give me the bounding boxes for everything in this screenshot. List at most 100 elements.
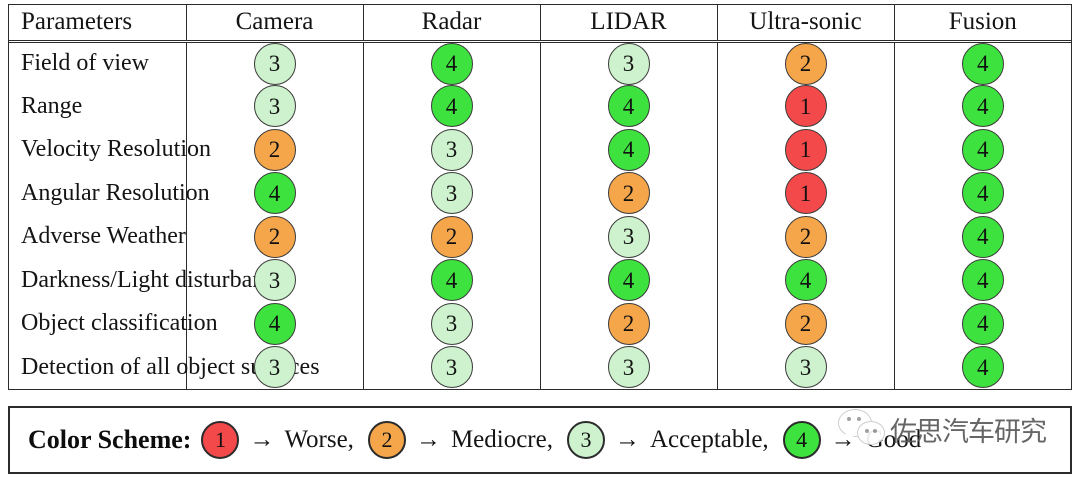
score-cell-camera: 3 [185,40,364,85]
score-cell-lidar: 4 [539,84,718,128]
legend-item: 1→Worse, [201,421,368,459]
score-circle: 4 [961,346,1004,389]
score-circle: 3 [253,42,296,85]
score-circle: 4 [607,85,650,128]
legend-score-circle: 3 [566,421,605,459]
legend-score-circle: 2 [367,421,406,459]
score-cell-lidar: 4 [539,128,718,172]
score-circle: 4 [961,85,1004,128]
score-circle: 2 [607,302,650,345]
score-circle: 3 [430,128,473,171]
score-circle: 3 [784,346,827,389]
score-circle: 3 [607,42,650,85]
score-cell-ultrasonic: 2 [716,302,895,346]
score-circle: 4 [961,302,1004,345]
table-row: Range 3 4 4 1 4 [9,84,1071,128]
arrow-icon: → [614,426,640,453]
column-header-ultrasonic: Ultra-sonic [716,5,895,41]
row-label: Angular Resolution [9,171,210,215]
score-circle: 3 [607,346,650,389]
score-cell-ultrasonic: 1 [716,171,895,215]
score-circle: 4 [961,215,1004,258]
score-circle: 3 [253,259,296,302]
table-row: Field of view 3 4 3 2 4 [9,40,1071,85]
score-circle: 4 [607,259,650,302]
score-circle: 1 [784,85,827,128]
score-circle: 4 [430,85,473,128]
score-cell-ultrasonic: 2 [716,215,895,259]
legend-title: Color Scheme: [28,425,192,454]
score-cell-fusion: 4 [893,84,1071,128]
score-cell-fusion: 4 [893,171,1071,215]
score-circle: 1 [784,172,827,215]
score-cell-fusion: 4 [893,128,1071,172]
score-circle: 2 [784,302,827,345]
row-label: Range [9,84,187,128]
score-circle: 4 [784,259,827,302]
score-cell-ultrasonic: 1 [716,84,895,128]
score-cell-ultrasonic: 3 [716,345,895,389]
row-label: Adverse Weather [9,215,187,259]
header-row: Parameters Camera Radar LIDAR Ultra-soni… [9,5,1071,41]
legend-score-circle: 1 [201,421,240,459]
table-row: Velocity Resolution 2 3 4 1 4 [9,128,1071,172]
row-label: Velocity Resolution [9,128,211,172]
score-cell-radar: 2 [362,215,541,259]
score-circle: 2 [253,128,296,171]
arrow-icon: → [830,426,856,453]
score-circle: 4 [607,128,650,171]
score-cell-camera: 3 [185,84,364,128]
row-label: Object classification [9,302,218,346]
score-cell-fusion: 4 [893,215,1071,259]
score-cell-ultrasonic: 1 [716,128,895,172]
legend-label: Good [865,426,922,453]
score-cell-lidar: 2 [539,171,718,215]
score-cell-lidar: 3 [539,345,718,389]
score-cell-camera: 4 [185,302,364,346]
score-circle: 2 [253,215,296,258]
score-circle: 4 [961,42,1004,85]
score-circle: 1 [784,128,827,171]
score-cell-camera: 3 [185,345,364,389]
score-cell-camera: 3 [185,258,364,302]
legend-item: 3 → Acceptable, [566,421,783,459]
score-circle: 3 [253,346,296,389]
score-circle: 4 [430,42,473,85]
score-cell-lidar: 2 [539,302,718,346]
legend-label: Acceptable, [649,426,769,453]
score-circle: 3 [430,302,473,345]
score-cell-radar: 4 [362,258,541,302]
row-label: Detection of all object surfaces [9,345,320,389]
column-header-camera: Camera [185,5,364,41]
arrow-icon: → [415,426,441,453]
score-cell-lidar: 3 [539,215,718,259]
score-circle: 4 [961,259,1004,302]
score-circle: 2 [607,172,650,215]
score-cell-fusion: 4 [893,302,1071,346]
score-circle: 2 [784,42,827,85]
score-circle: 4 [253,172,296,215]
score-cell-ultrasonic: 4 [716,258,895,302]
score-cell-fusion: 4 [893,345,1071,389]
sensor-comparison-table: Parameters Camera Radar LIDAR Ultra-soni… [9,5,1071,389]
row-label: Field of view [9,40,187,85]
score-cell-radar: 3 [362,302,541,346]
column-header-radar: Radar [362,5,541,41]
score-circle: 3 [253,85,296,128]
score-cell-lidar: 3 [539,40,718,85]
score-circle: 2 [784,215,827,258]
score-cell-radar: 4 [362,40,541,85]
score-cell-fusion: 4 [893,40,1071,85]
comparison-table-container: Parameters Camera Radar LIDAR Ultra-soni… [8,4,1072,390]
score-cell-fusion: 4 [893,258,1071,302]
score-cell-camera: 2 [185,215,364,259]
score-cell-ultrasonic: 2 [716,40,895,85]
row-label: Darkness/Light disturbance [9,258,286,302]
score-circle: 4 [961,128,1004,171]
